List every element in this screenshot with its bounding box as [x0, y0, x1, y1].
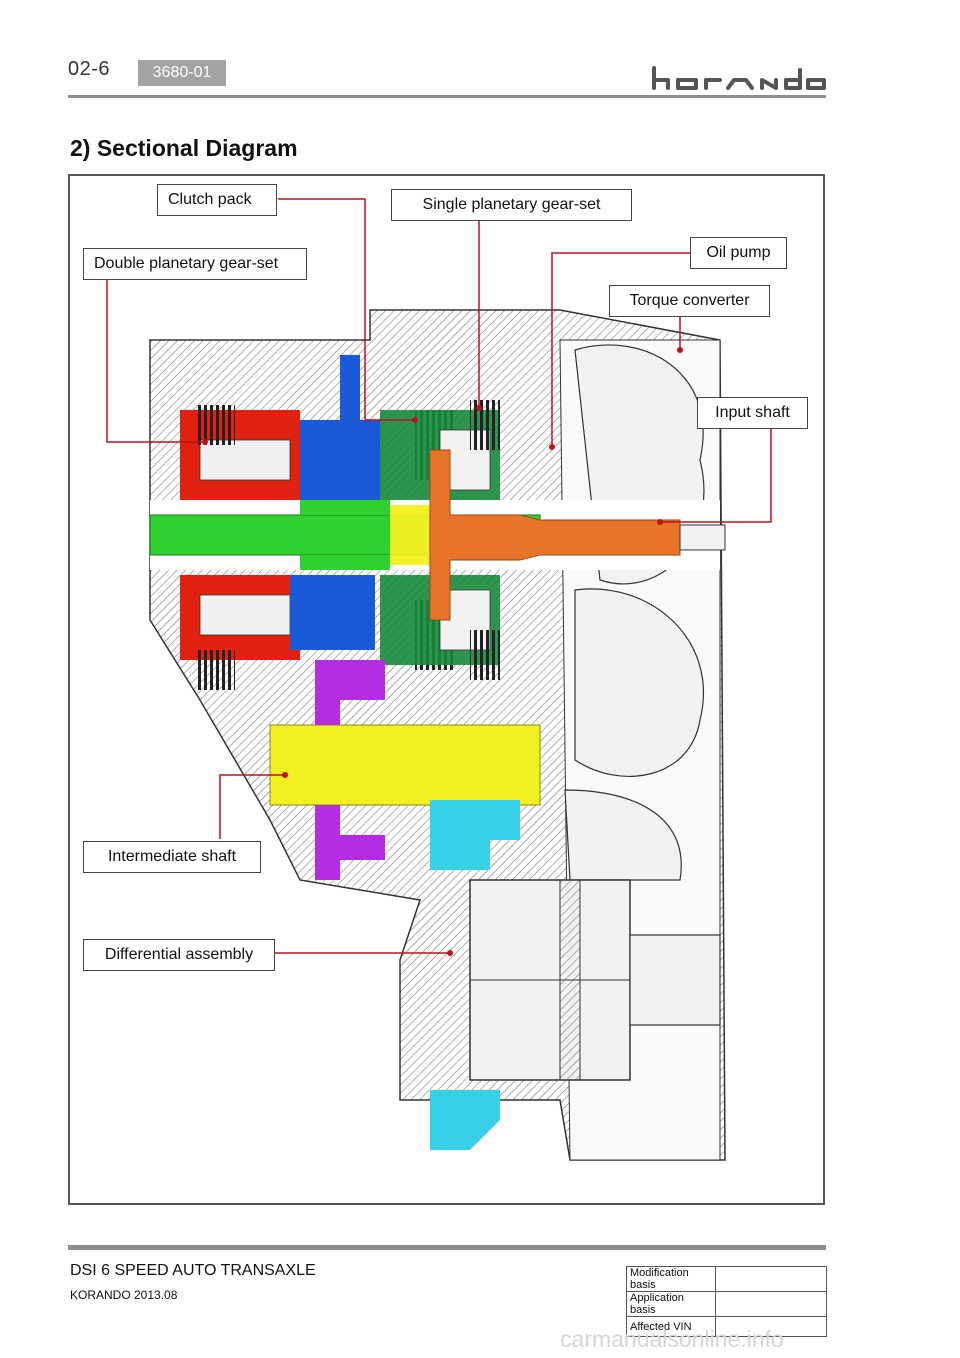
- table-cell-value: [715, 1291, 827, 1317]
- differential-assembly: [430, 800, 721, 1150]
- section-code-tab: 3680-01: [138, 60, 226, 86]
- transaxle-sectional-diagram: [106, 198, 772, 1161]
- intermediate-shaft: [269, 660, 541, 880]
- table-cell-value: [715, 1316, 827, 1337]
- callout-input-shaft: Input shaft: [697, 397, 808, 429]
- callout-differential-assembly: Differential assembly: [83, 939, 275, 971]
- callout-single-planetary-gear-set: Single planetary gear-set: [391, 189, 632, 221]
- diagram-frame: [68, 174, 825, 1205]
- table-row: Affected VIN: [626, 1316, 827, 1337]
- footer-title: DSI 6 SPEED AUTO TRANSAXLE: [70, 1262, 316, 1279]
- footer-rule: [68, 1245, 826, 1250]
- table-row: Application basis: [626, 1291, 827, 1317]
- section-title: 2) Sectional Diagram: [70, 135, 298, 161]
- callout-double-planetary-gear-set: Double planetary gear-set: [83, 248, 307, 280]
- callout-torque-converter: Torque converter: [609, 285, 770, 317]
- table-cell-label: Affected VIN: [626, 1316, 716, 1337]
- single-planetary-gear-set: [380, 400, 500, 680]
- double-planetary-gear-set: [180, 405, 300, 690]
- callout-clutch-pack: Clutch pack: [157, 184, 277, 216]
- footer-model: KORANDO 2013.08: [70, 1288, 178, 1302]
- page-number: 02-6: [68, 58, 111, 80]
- watermark: carmanualsonline.info: [560, 1326, 784, 1352]
- callout-anchor-dots: [202, 347, 683, 956]
- callout-intermediate-shaft: Intermediate shaft: [83, 841, 261, 873]
- callout-leader-lines: [106, 198, 772, 954]
- header-rule: [68, 95, 826, 98]
- callout-oil-pump: Oil pump: [690, 237, 787, 269]
- table-cell-label: Modification basis: [626, 1266, 716, 1292]
- input-shaft: [429, 449, 726, 621]
- brand-logo: [652, 66, 826, 90]
- table-cell-label: Application basis: [626, 1291, 716, 1317]
- modification-table: Modification basis Application basis Aff…: [626, 1266, 827, 1337]
- table-row: Modification basis: [626, 1266, 827, 1292]
- table-cell-value: [715, 1266, 827, 1292]
